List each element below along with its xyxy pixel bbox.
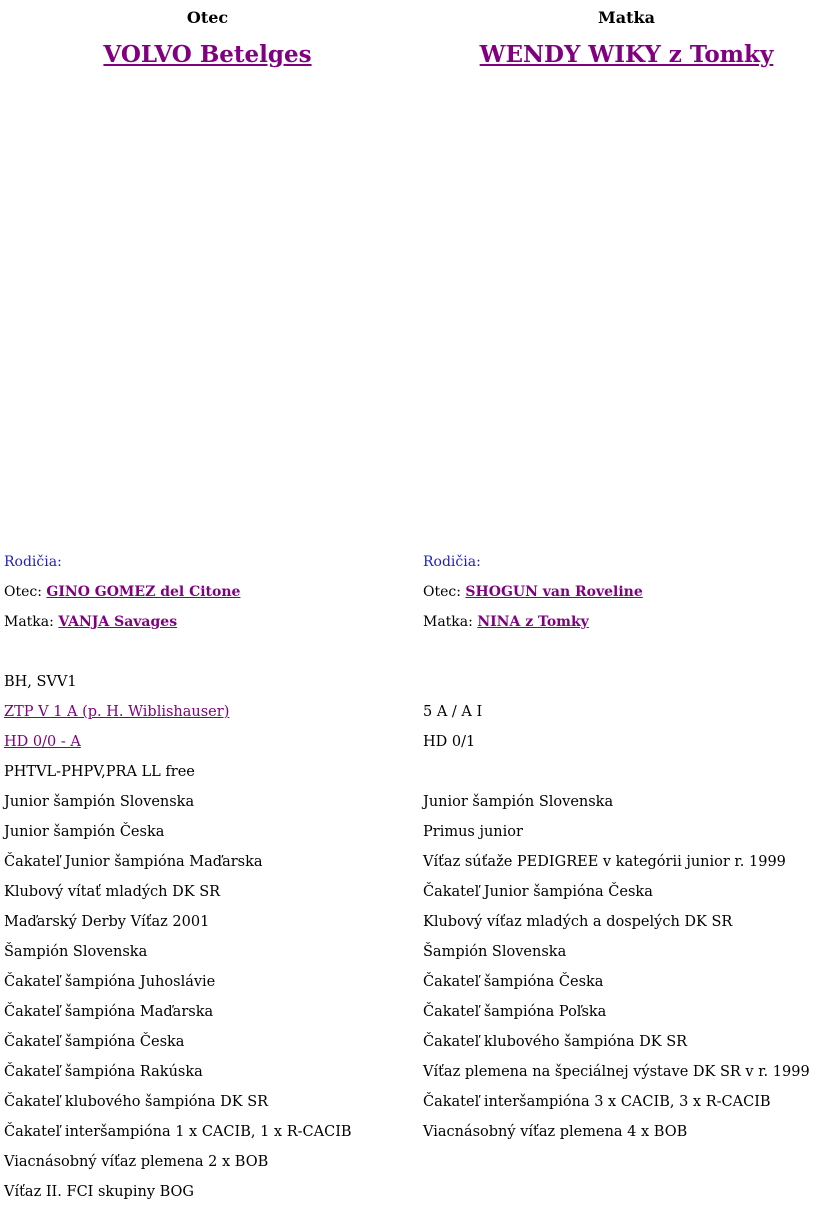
sire-detail-item[interactable]: ZTP V 1 A (p. H. Wiblishauser)	[4, 704, 230, 720]
sire-name-link[interactable]: VOLVO Betelges	[103, 41, 312, 68]
dam-father-label: Otec:	[423, 584, 461, 600]
sire-detail-item: Čakateľ klubového šampióna DK SR	[4, 1094, 269, 1110]
sire-detail-item: Klubový vítať mladých DK SR	[4, 884, 221, 900]
dam-role-heading: Matka	[598, 8, 655, 27]
sire-parents-heading: Rodičia:	[4, 551, 240, 581]
sire-detail-item: PHTVL-PHPV,PRA LL free	[4, 764, 195, 780]
sire-detail-item: Čakateľ šampióna Česka	[4, 1034, 185, 1050]
dam-detail-item: Čakateľ šampióna Česka	[423, 974, 604, 990]
sire-parents-label: Rodičia:	[4, 554, 62, 570]
sire-detail-item[interactable]: HD 0/0 - A	[4, 734, 81, 750]
dam-father-row: Otec: SHOGUN van Roveline	[423, 581, 643, 611]
dam-mother-label: Matka:	[423, 614, 473, 630]
dam-detail-item: Junior šampión Slovenska	[423, 794, 614, 810]
sire-detail-item: Víťaz II. FCI skupiny BOG	[4, 1184, 195, 1200]
dam-detail-item: Čakateľ interšampióna 3 x CACIB, 3 x R-C…	[423, 1094, 771, 1110]
dam-detail-item: Viacnásobný víťaz plemena 4 x BOB	[423, 1124, 688, 1140]
sire-detail-item: Čakateľ šampióna Maďarska	[4, 1004, 214, 1020]
sire-name-heading: VOLVO Betelges	[0, 40, 415, 70]
dam-detail-item	[423, 671, 810, 701]
sire-parents: Rodičia: Otec: GINO GOMEZ del Citone Mat…	[4, 551, 240, 641]
dam-detail-item: Šampión Slovenska	[423, 944, 567, 960]
dam-parents-label: Rodičia:	[423, 554, 481, 570]
dam-detail-item: Čakateľ Junior šampióna Česka	[423, 884, 653, 900]
sire-mother-label: Matka:	[4, 614, 54, 630]
dam-detail-item	[423, 761, 810, 791]
dam-detail-item: Čakateľ šampióna Poľska	[423, 1004, 607, 1020]
dam-detail-item: Primus junior	[423, 824, 523, 840]
dam-parents-heading: Rodičia:	[423, 551, 643, 581]
sire-father-label: Otec:	[4, 584, 42, 600]
sire-father-link[interactable]: GINO GOMEZ del Citone	[46, 584, 241, 600]
sire-detail-item: Čakateľ interšampióna 1 x CACIB, 1 x R-C…	[4, 1124, 352, 1140]
dam-detail-item: HD 0/1	[423, 734, 476, 750]
sire-detail-item: Šampión Slovenska	[4, 944, 148, 960]
sire-detail-item: Maďarský Derby Víťaz 2001	[4, 914, 210, 930]
sire-mother-link[interactable]: VANJA Savages	[58, 614, 178, 630]
sire-detail-item: Junior šampión Slovenska	[4, 794, 195, 810]
sire-father-row: Otec: GINO GOMEZ del Citone	[4, 581, 240, 611]
sire-detail-item: Čakateľ šampióna Juhoslávie	[4, 974, 216, 990]
dam-detail-item: Čakateľ klubového šampióna DK SR	[423, 1034, 688, 1050]
dam-name-heading: WENDY WIKY z Tomky	[419, 40, 834, 70]
dam-father-link[interactable]: SHOGUN van Roveline	[465, 584, 643, 600]
sire-detail-item: Junior šampión Česka	[4, 824, 165, 840]
dam-mother-link[interactable]: NINA z Tomky	[477, 614, 589, 630]
sire-detail-item: Čakateľ Junior šampióna Maďarska	[4, 854, 263, 870]
sire-detail-item: Viacnásobný víťaz plemena 2 x BOB	[4, 1154, 269, 1170]
dam-parents: Rodičia: Otec: SHOGUN van Roveline Matka…	[423, 551, 643, 641]
dam-detail-item: Víťaz plemena na špeciálnej výstave DK S…	[423, 1064, 810, 1080]
sire-detail-item: Čakateľ šampióna Rakúska	[4, 1064, 203, 1080]
sire-role-heading: Otec	[186, 8, 229, 27]
dam-detail-item: Víťaz súťaže PEDIGREE v kategórii junior…	[423, 854, 786, 870]
dam-detail-item: 5 A / A I	[423, 704, 483, 720]
sire-detail-item: BH, SVV1	[4, 674, 77, 690]
dam-name-link[interactable]: WENDY WIKY z Tomky	[479, 41, 774, 68]
dam-detail-item: Klubový víťaz mladých a dospelých DK SR	[423, 914, 733, 930]
dam-mother-row: Matka: NINA z Tomky	[423, 611, 643, 641]
sire-mother-row: Matka: VANJA Savages	[4, 611, 240, 641]
